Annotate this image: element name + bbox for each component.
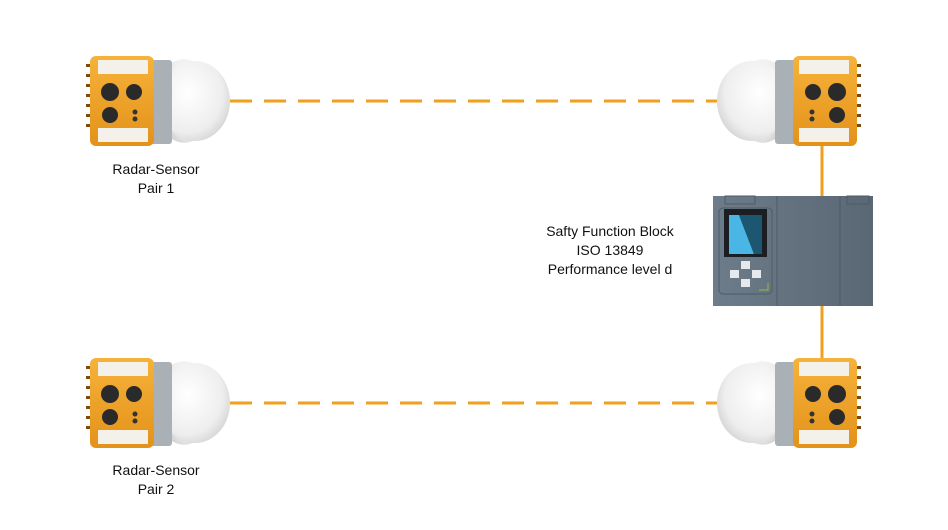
radar-sensor-pair2-left [86,358,230,448]
sensor-pair-1-title: Radar-Sensor [112,161,200,177]
sensor-pair-1-subtitle: Pair 1 [137,180,175,196]
safety-plc-icon [713,195,873,306]
sensor-pair-1-label: Radar-Sensor Pair 1 [96,160,216,198]
radar-sensor-pair1-left [86,56,230,146]
sensor-pair-2-title: Radar-Sensor [112,462,200,478]
safety-block-title: Safty Function Block [546,223,674,239]
safety-block-performance-level: Performance level d [547,261,673,277]
safety-block-label: Safty Function Block ISO 13849 Performan… [530,222,690,279]
radar-sensor-pair1-right [717,56,861,146]
radar-sensor-pair2-right [717,358,861,448]
safety-block-standard: ISO 13849 [576,242,644,258]
sensor-pair-2-label: Radar-Sensor Pair 2 [96,461,216,499]
sensor-pair-2-subtitle: Pair 2 [137,481,175,497]
